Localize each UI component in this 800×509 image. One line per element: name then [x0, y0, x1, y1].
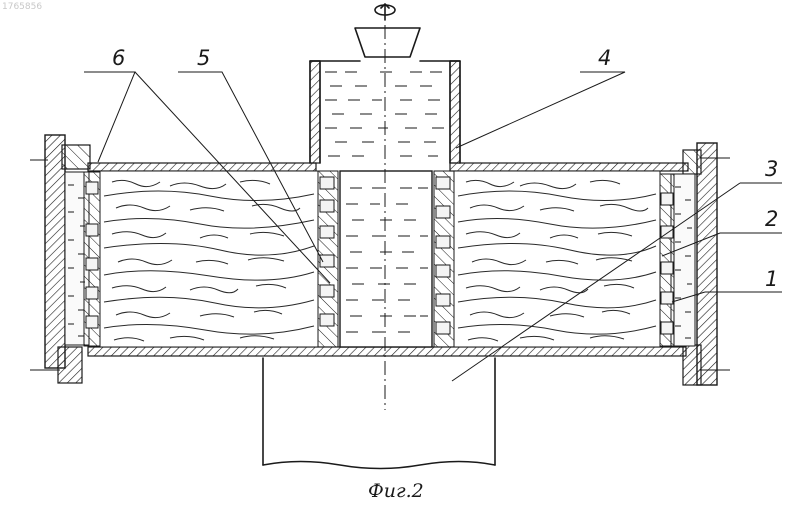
callout-6: 6: [112, 46, 125, 70]
callout-4: 4: [598, 46, 611, 70]
document-number: 1765856: [2, 2, 42, 12]
callout-2: 2: [765, 207, 778, 231]
callout-3: 3: [765, 157, 778, 181]
wood-stack-left: [100, 171, 318, 347]
support-column: [263, 358, 495, 469]
central-channel: [340, 171, 432, 347]
callout-5: 5: [197, 46, 210, 70]
callout-1: 1: [765, 267, 778, 291]
figure-caption: Фиг.2: [368, 480, 424, 502]
